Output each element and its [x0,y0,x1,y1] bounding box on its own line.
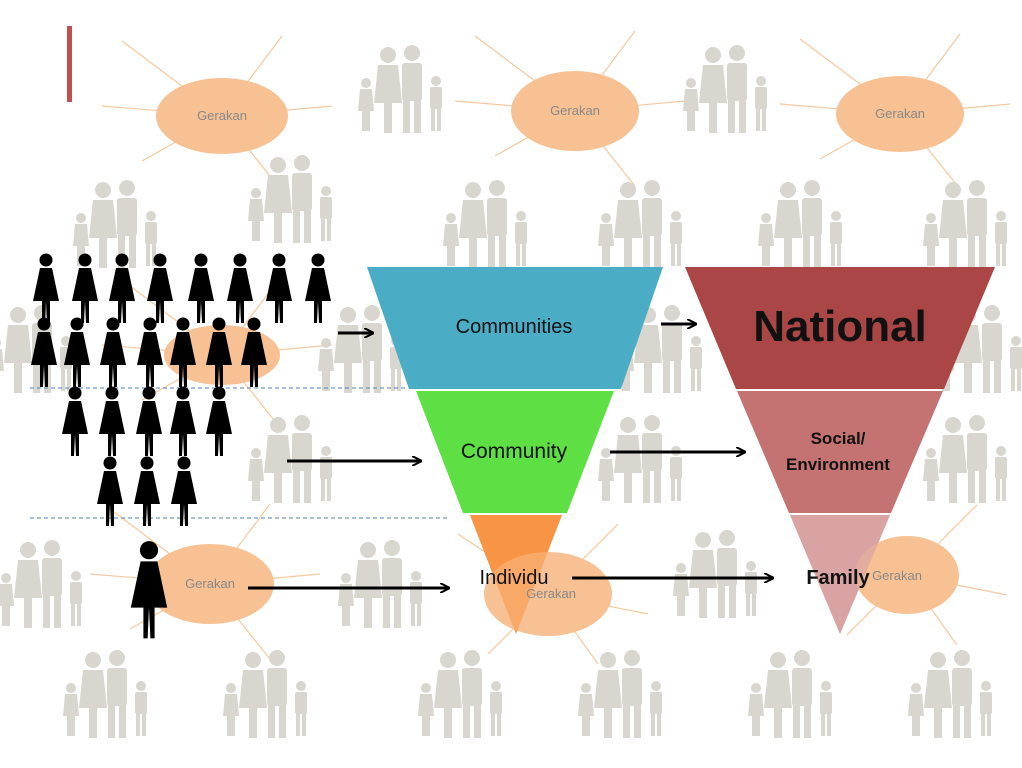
funnel-tier-national [685,267,995,389]
blob-label: Gerakan [526,586,576,601]
funnel-tier-community [416,391,614,513]
blob-label: Gerakan [872,568,922,583]
funnel-tier-social-environment [737,391,943,513]
gerakan-blobs [146,71,964,624]
blob-label: Gerakan [550,103,600,118]
tier-label-environment: Environment [786,455,890,474]
tier-label-individu: Individu [480,567,549,589]
blob-label: Gerakan [197,108,247,123]
tier-label-communities: Communities [456,316,573,338]
tier-label-national: National [753,302,927,351]
blob-label: Gerakan [875,106,925,121]
funnel-tier-family-edge [790,515,890,634]
tier-label-community: Community [461,440,568,463]
arrows [248,324,772,588]
accent-bar [67,26,72,102]
tier-label-family: Family [806,567,870,589]
tier-label-social: Social/ [811,429,866,448]
funnel-tier-communities [367,267,663,389]
blob-label: Gerakan [185,576,235,591]
funnel-tier-individu-edge [470,515,562,634]
